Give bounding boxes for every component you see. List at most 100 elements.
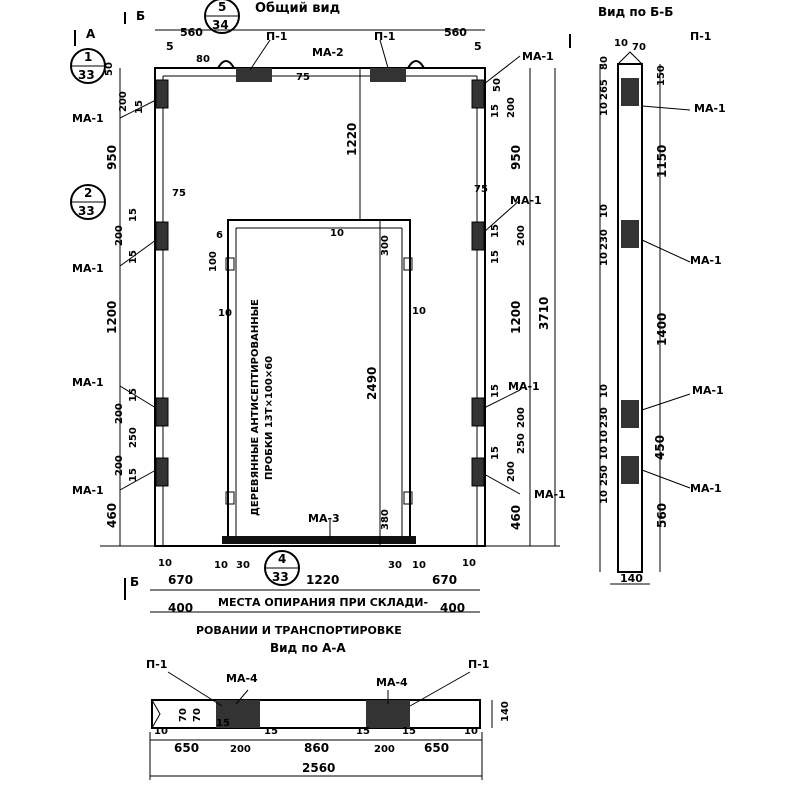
dim-10-b1: 10: [214, 560, 228, 571]
dim-560-sb: 560: [655, 503, 669, 528]
dim-15-l3: 15: [128, 250, 139, 264]
dim-50-left: 50: [104, 62, 115, 76]
dim-10-sb6: 10: [599, 446, 610, 460]
label-ma1-r3: МА-1: [508, 380, 540, 393]
section-mark-b: Б: [136, 9, 145, 23]
dim-15-r5: 15: [490, 446, 501, 460]
label-p1-sb: П-1: [690, 30, 711, 43]
top-plate-right: [370, 68, 406, 82]
dim-670-right: 670: [432, 573, 457, 587]
title-section-b: Вид по Б-Б: [598, 5, 673, 19]
label-ma1-l4: МА-1: [72, 484, 104, 497]
dim-200-r1: 200: [506, 97, 517, 118]
ma3-plate: [222, 536, 416, 544]
label-ma1-l1: МА-1: [72, 112, 104, 125]
dim-250-left: 250: [128, 427, 139, 448]
dim-10-sa-r: 10: [464, 726, 478, 737]
dim-300: 300: [380, 235, 391, 256]
right-plates: [471, 79, 485, 487]
dim-1150: 1150: [655, 145, 669, 178]
dim-10-sa-l: 10: [154, 726, 168, 737]
dim-460-right: 460: [509, 505, 523, 530]
dim-200-sa1: 200: [230, 744, 251, 755]
dim-10-b2: 10: [412, 560, 426, 571]
dim-10-sb4: 10: [599, 384, 610, 398]
section-a-view: [149, 671, 493, 780]
section-mark-b2: Б: [130, 575, 139, 589]
dim-400-left: 400: [168, 601, 193, 615]
dim-1200-left: 1200: [105, 301, 119, 334]
dim-250-right: 250: [516, 433, 527, 454]
callout-5-sheet: 34: [212, 18, 229, 32]
dim-560-left: 560: [180, 26, 203, 39]
dim-230-1: 230: [599, 229, 610, 250]
dim-10-bl: 10: [158, 558, 172, 569]
callout-4-sheet: 33: [272, 570, 289, 584]
section-b-plate-3: [621, 400, 639, 428]
dim-10-door-right: 10: [412, 306, 426, 317]
note-support-1: МЕСТА ОПИРАНИЯ ПРИ СКЛАДИ-: [218, 596, 428, 609]
label-ma1-sb1: МА-1: [694, 102, 726, 115]
plug-1: [225, 257, 235, 271]
callout-1-sheet: 33: [78, 68, 95, 82]
dim-15-sa1: 15: [216, 718, 230, 729]
note-timber-1: ДЕРЕВЯННЫЕ АНТИСЕПТИРОВАННЫЕ: [250, 299, 261, 516]
dim-15-l1: 15: [134, 100, 145, 114]
dim-560-right: 560: [444, 26, 467, 39]
dim-5-left: 5: [166, 40, 174, 53]
label-ma1-sb4: МА-1: [690, 482, 722, 495]
label-ma1-l3: МА-1: [72, 376, 104, 389]
dim-10-sb-top: 10: [614, 38, 628, 49]
loop-right: [407, 60, 425, 69]
dim-15-r2: 15: [490, 224, 501, 238]
title-general-view: Общий вид: [255, 1, 340, 16]
label-ma1-r2: МА-1: [510, 194, 542, 207]
label-p1-sa-right: П-1: [468, 658, 489, 671]
dim-15-l4: 15: [128, 388, 139, 402]
dim-150: 150: [656, 65, 667, 86]
dim-70: 70: [632, 42, 646, 53]
top-plate-left: [236, 68, 272, 82]
dim-200-l1: 200: [118, 91, 129, 112]
section-b-view: [599, 51, 691, 585]
dim-650-right: 650: [424, 741, 449, 755]
dim-15-r4: 15: [490, 384, 501, 398]
dim-200-r4: 200: [506, 461, 517, 482]
dim-1200-right: 1200: [509, 301, 523, 334]
label-ma1-sb2: МА-1: [690, 254, 722, 267]
section-mark-a: А: [86, 27, 96, 41]
callout-2-sheet: 33: [78, 204, 95, 218]
section-a-plate-right: [366, 700, 410, 728]
dim-3710: 3710: [537, 297, 551, 330]
dim-460-left: 460: [105, 503, 119, 528]
panel-outline: [154, 67, 486, 547]
dim-10-door-left: 10: [218, 308, 232, 319]
dim-30-right: 30: [388, 560, 402, 571]
dim-140-sb: 140: [620, 572, 643, 585]
dim-950-left: 950: [105, 145, 119, 170]
dim-15-sa4: 15: [402, 726, 416, 737]
dim-75-top: 75: [296, 72, 310, 83]
section-b-plate-4: [621, 456, 639, 484]
label-p1-sa-left: П-1: [146, 658, 167, 671]
dim-15-sa3: 15: [356, 726, 370, 737]
dim-15-r3: 15: [490, 250, 501, 264]
label-ma1-l2: МА-1: [72, 262, 104, 275]
dim-200-l4: 200: [114, 455, 125, 476]
loop-left: [217, 60, 235, 69]
dim-15-r1: 15: [490, 104, 501, 118]
note-support-2: РОВАНИИ И ТРАНСПОРТИРОВКЕ: [196, 624, 402, 637]
dim-200-r3: 200: [516, 407, 527, 428]
dim-670-left: 670: [168, 573, 193, 587]
callout-1-num: 1: [84, 50, 92, 64]
label-ma2: МА-2: [312, 46, 344, 59]
dim-200-sa2: 200: [374, 744, 395, 755]
note-timber-2: ПРОБКИ 13Т×100×60: [264, 356, 275, 480]
dim-2490: 2490: [365, 367, 379, 400]
dim-30-left: 30: [236, 560, 250, 571]
title-section-a: Вид по А-А: [270, 641, 346, 655]
dim-10-sb1: 10: [599, 102, 610, 116]
dim-75-right: 75: [474, 184, 488, 195]
dim-70-sa: 70: [178, 708, 189, 722]
